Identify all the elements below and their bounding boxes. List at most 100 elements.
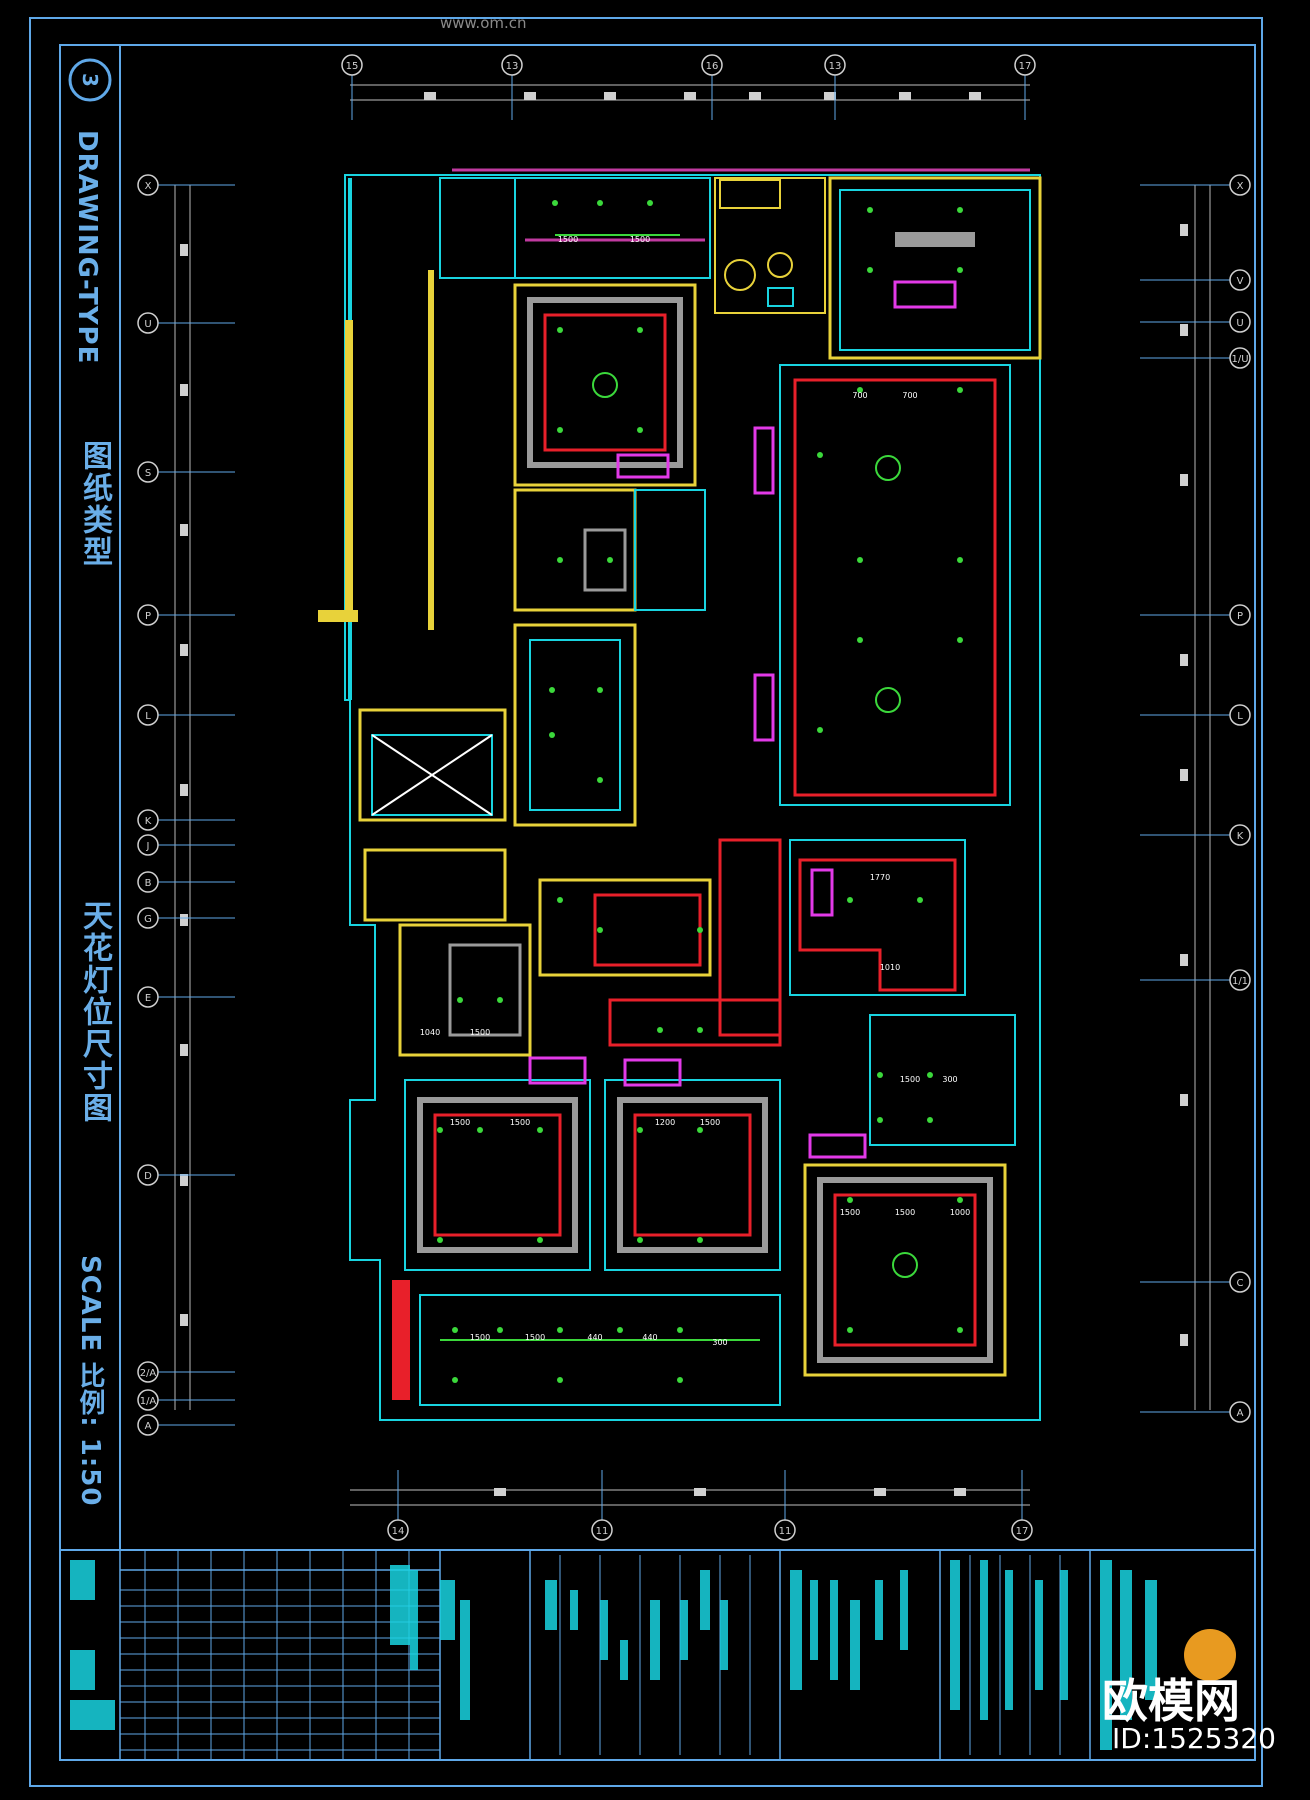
grid-bubble: V xyxy=(1229,269,1251,291)
grid-bubble: 17 xyxy=(1014,54,1036,76)
grid-bubble: 13 xyxy=(824,54,846,76)
balcony xyxy=(419,1294,781,1406)
light-fixture xyxy=(549,687,555,693)
grid-bubble-label: C xyxy=(1237,1278,1244,1289)
grid-bubble-label: 15 xyxy=(346,61,359,72)
bath-middle-fixture xyxy=(583,528,627,592)
grid-bubble-label: 17 xyxy=(1019,61,1032,72)
grid-bubble-label: P xyxy=(145,611,151,622)
light-fixture xyxy=(847,897,853,903)
grid-bubble-label: 1/U xyxy=(1231,354,1248,365)
title-block-grid xyxy=(120,1550,1061,1760)
light-fixture xyxy=(557,1327,563,1333)
light-fixture xyxy=(697,1237,703,1243)
grid-bubble-label: 1/A xyxy=(140,1396,157,1407)
grid-bubble-label: 17 xyxy=(1016,1526,1029,1537)
living-light-2 xyxy=(875,687,901,713)
partition-left xyxy=(428,270,434,630)
light-fixture xyxy=(597,927,603,933)
dimension-label: 1500 xyxy=(700,1118,720,1127)
light-fixture xyxy=(817,452,823,458)
bath-middle xyxy=(513,488,637,612)
dimension-label: 1500 xyxy=(470,1028,490,1037)
light-fixture xyxy=(677,1327,683,1333)
grid-bubble-label: 11 xyxy=(779,1526,792,1537)
toilet xyxy=(724,259,756,291)
light-fixture xyxy=(857,637,863,643)
light-fixture xyxy=(557,557,563,563)
master-bedroom-ceiling-grey xyxy=(817,1177,993,1363)
basin xyxy=(767,252,793,278)
light-fixture xyxy=(437,1127,443,1133)
grid-bubble: X xyxy=(1229,174,1251,196)
grid-bubble-label: V xyxy=(1237,276,1244,287)
study xyxy=(513,623,637,827)
grid-bubble: K xyxy=(1229,824,1251,846)
top-corridor xyxy=(514,177,711,279)
grid-bubble: E xyxy=(137,986,159,1008)
dimension-lines xyxy=(174,84,1211,1506)
grid-bubble: S xyxy=(137,461,159,483)
grid-bubble: 11 xyxy=(591,1519,613,1541)
bedroom-1 xyxy=(404,1079,591,1271)
room-top-right-inner xyxy=(839,189,1031,351)
grid-bubble: C xyxy=(1229,1271,1251,1293)
grid-bubble-label: 16 xyxy=(706,61,719,72)
grid-bubble-label: 14 xyxy=(392,1526,405,1537)
inner-frame xyxy=(59,44,1256,1761)
dimension-label: 1500 xyxy=(450,1118,470,1127)
light-fixture xyxy=(537,1127,543,1133)
light-fixture xyxy=(677,1377,683,1383)
grid-bubble: G xyxy=(137,907,159,929)
light-fixture xyxy=(697,1027,703,1033)
living-equipment-2 xyxy=(753,673,775,742)
living-room xyxy=(779,364,1011,806)
grid-bubble: U xyxy=(1229,311,1251,333)
elevator-car xyxy=(371,734,493,816)
watermark-brand: 欧模网 xyxy=(1102,1674,1240,1728)
bedroom-1-equipment xyxy=(528,1056,587,1085)
grid-bubble-label: L xyxy=(1237,711,1243,722)
grid-bubble: A xyxy=(1229,1401,1251,1423)
bedroom-2-ceiling-grey xyxy=(617,1097,768,1253)
grid-bubble: P xyxy=(1229,604,1251,626)
dimension-label: 1500 xyxy=(900,1075,920,1084)
light-fixture xyxy=(697,1127,703,1133)
dimension-label: 1500 xyxy=(525,1333,545,1342)
light-fixture xyxy=(847,1197,853,1203)
room-left-lower xyxy=(398,923,532,1057)
dimension-label: 1000 xyxy=(950,1208,970,1217)
bath-cabinet xyxy=(767,287,794,307)
grid-bubble-label: X xyxy=(1237,181,1244,192)
grid-bubble-label: E xyxy=(145,993,151,1004)
wardrobe-equipment xyxy=(808,1133,867,1159)
light-fixture xyxy=(637,327,643,333)
grid-bubble: K xyxy=(137,809,159,831)
light-fixture xyxy=(957,1197,963,1203)
light-fixture xyxy=(847,1327,853,1333)
light-fixture xyxy=(557,897,563,903)
light-fixture xyxy=(537,1237,543,1243)
dimension-label: 1500 xyxy=(558,235,578,244)
light-fixture xyxy=(557,1377,563,1383)
room-a-ceiling-red xyxy=(543,313,667,452)
elevator-shaft xyxy=(358,708,507,822)
light-fixture xyxy=(697,927,703,933)
wardrobe xyxy=(869,1014,1016,1146)
master-bedroom-light xyxy=(892,1252,918,1278)
grid-bubble-label: J xyxy=(146,841,150,852)
light-fixture xyxy=(877,1117,883,1123)
grid-bubble: 17 xyxy=(1011,1519,1033,1541)
grid-bubble-label: L xyxy=(145,711,151,722)
elevator-cross-2 xyxy=(371,734,493,816)
scale-label: SCALE 比例: 1:50 xyxy=(75,1255,105,1507)
ac-unit xyxy=(895,232,975,247)
corridor-strip-ceiling xyxy=(608,998,782,1047)
watermark-id: ID:1525320 xyxy=(1112,1722,1276,1755)
room-a xyxy=(513,283,697,487)
grid-bubble: L xyxy=(137,704,159,726)
drawing-type-cn: 图纸类型 xyxy=(77,440,112,568)
light-fixture xyxy=(957,387,963,393)
dimension-label: 440 xyxy=(587,1333,602,1342)
